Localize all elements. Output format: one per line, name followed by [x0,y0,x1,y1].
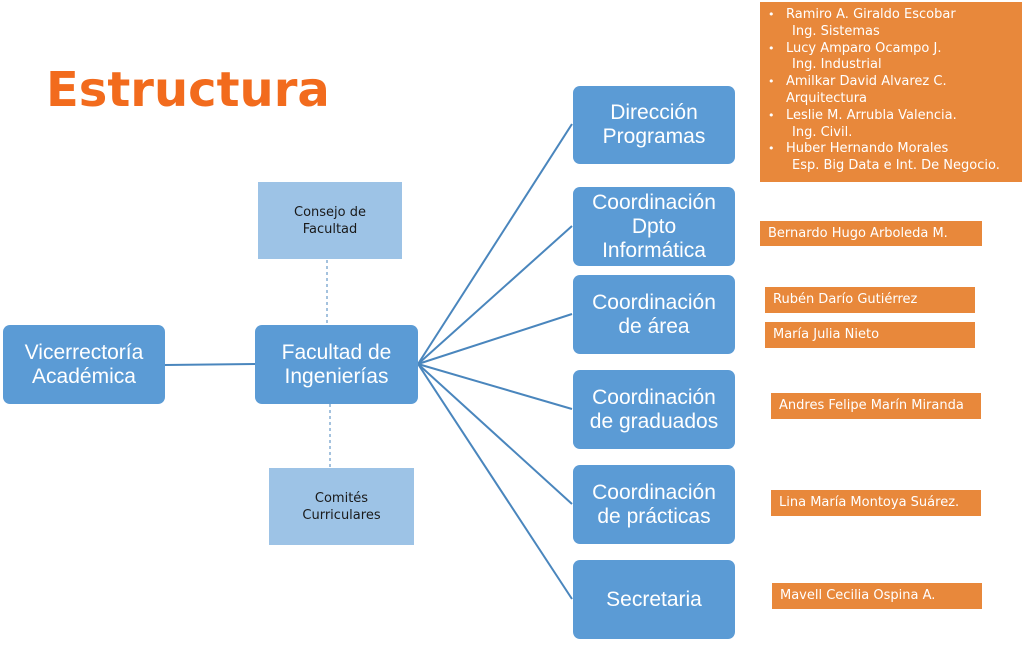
connector-facultad-secretaria [417,363,573,600]
connector-facultad-coord-dpto [417,225,573,365]
person-coordinacion-dpto: Bernardo Hugo Arboleda M. [760,221,982,246]
director-title: Ing. Sistemas [792,23,880,39]
connector-vicerrectoria-facultad [164,363,256,366]
person-coordinacion-graduados: Andres Felipe Marín Miranda [771,393,981,419]
director-name: Lucy Amparo Ocampo J. [786,40,942,56]
director-name: Huber Hernando Morales [786,141,949,157]
person-secretaria: Mavell Cecilia Ospina A. [772,583,982,609]
connector-facultad-coord-graduados [417,363,573,410]
node-direccion-programas: Dirección Programas [573,86,735,164]
director-title: Arquitectura [786,90,868,106]
person-coordinacion-area-2: María Julia Nieto [765,322,975,348]
page-title: Estructura [46,62,330,118]
director-item: Amilkar David Alvarez C.Arquitectura [768,74,1018,108]
node-consejo-facultad: Consejo de Facultad [258,182,402,259]
connector-facultad-coord-area [417,313,573,365]
node-coordinacion-graduados: Coordinación de graduados [573,370,735,449]
director-item: Leslie M. Arrubla Valencia.Ing. Civil. [768,108,1018,142]
connector-facultad-coord-practicas [417,363,573,505]
director-title: Ing. Civil. [792,124,853,140]
director-name: Ramiro A. Giraldo Escobar [786,7,956,22]
node-coordinacion-dpto-informatica: Coordinación Dpto Informática [573,187,735,266]
node-comites-curriculares: Comités Curriculares [269,468,414,545]
director-title: Esp. Big Data e Int. De Negocio. [792,158,1000,174]
director-title: Ing. Industrial [792,57,882,73]
person-coordinacion-practicas: Lina María Montoya Suárez. [771,490,981,516]
node-coordinacion-area: Coordinación de área [573,275,735,354]
person-coordinacion-area-1: Rubén Darío Gutiérrez [765,287,975,313]
director-item: Lucy Amparo Ocampo J.Ing. Industrial [768,41,1018,75]
node-coordinacion-practicas: Coordinación de prácticas [573,465,735,544]
node-secretaria: Secretaria [573,560,735,639]
connector-facultad-direccion [417,123,573,365]
node-vicerrectoria-academica: Vicerrectoría Académica [3,325,165,404]
director-name: Leslie M. Arrubla Valencia. [786,107,957,123]
node-facultad-ingenierias: Facultad de Ingenierías [255,325,418,404]
director-name: Amilkar David Alvarez C. [786,74,947,90]
